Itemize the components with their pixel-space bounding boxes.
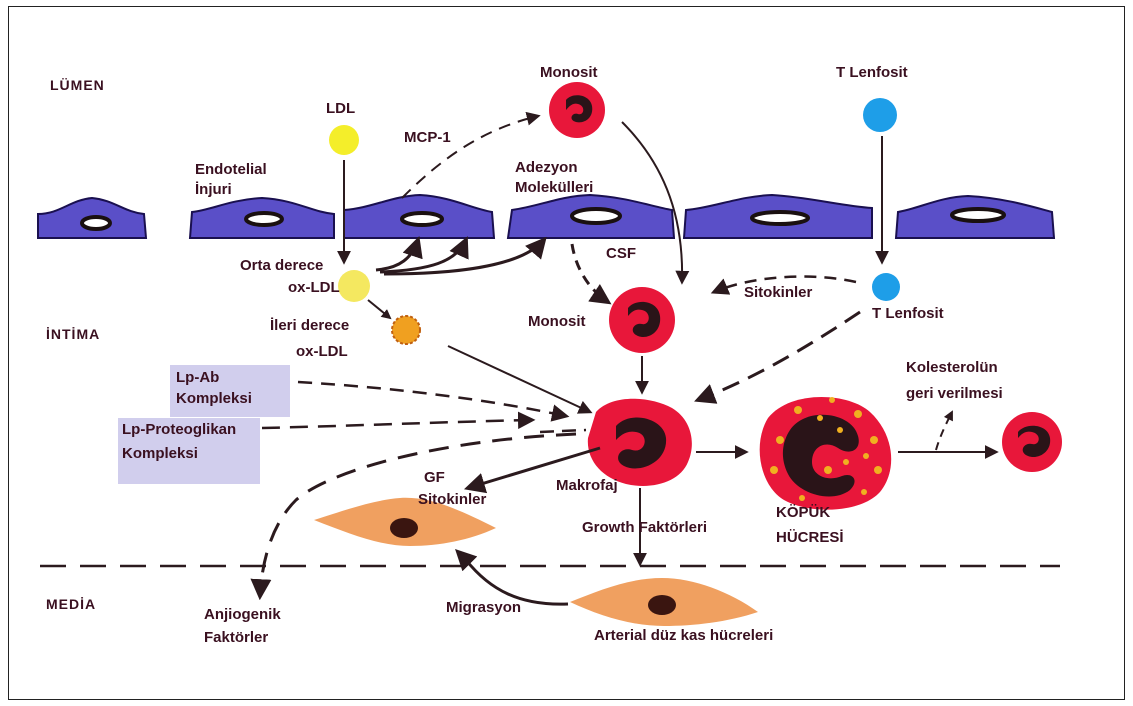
region-media: MEDİA [46, 594, 96, 614]
label-adezyon-1: Adezyon [515, 158, 578, 178]
label-arterial: Arterial düz kas hücreleri [594, 626, 773, 646]
label-kolesterol-1: Kolesterolün [906, 358, 998, 378]
moderate-oxldl-icon [338, 270, 370, 302]
label-anjiogenik-2: Faktörler [204, 628, 268, 648]
label-t-lenfosit-mid: T Lenfosit [872, 304, 944, 324]
monocyte-icon [609, 287, 675, 353]
label-t-lenfosit-top: T Lenfosit [836, 63, 908, 83]
smooth-muscle-cell-icon [570, 578, 758, 626]
label-gf-1: GF [424, 468, 445, 488]
label-ileri-1: İleri derece [270, 316, 349, 336]
label-kopuk-2: HÜCRESİ [776, 528, 844, 548]
label-ileri-2: ox-LDL [296, 342, 348, 362]
label-lppg-1: Lp-Proteoglikan [122, 420, 236, 440]
label-endotelial-1: Endotelial [195, 160, 267, 180]
label-growth: Growth Faktörleri [582, 518, 707, 538]
label-sitokinler: Sitokinler [744, 283, 812, 303]
label-gf-2: Sitokinler [418, 490, 486, 510]
label-kolesterol-2: geri verilmesi [906, 384, 1003, 404]
label-endotelial-2: İnjuri [195, 180, 232, 200]
t-lymphocyte-icon [863, 98, 897, 132]
label-orta-2: ox-LDL [288, 278, 340, 298]
label-orta-1: Orta derece [240, 256, 323, 276]
label-mcp1: MCP-1 [404, 128, 451, 148]
label-lpab-2: Kompleksi [176, 389, 252, 409]
label-csf: CSF [606, 244, 636, 264]
label-lpab-1: Lp-Ab [176, 368, 219, 388]
label-monosit-mid: Monosit [528, 312, 586, 332]
foam-cell-icon [760, 397, 892, 510]
label-kopuk-1: KÖPÜK [776, 503, 830, 523]
label-migrasyon: Migrasyon [446, 598, 521, 618]
ldl-particle-icon [329, 125, 359, 155]
label-monosit-top: Monosit [540, 63, 598, 83]
label-adezyon-2: Molekülleri [515, 178, 593, 198]
region-lumen: LÜMEN [50, 75, 105, 95]
t-lymphocyte-icon [872, 273, 900, 301]
region-intima: İNTİMA [46, 324, 100, 344]
monocyte-icon [549, 82, 605, 138]
label-makrofaj: Makrofaj [556, 476, 618, 496]
label-anjiogenik-1: Anjiogenik [204, 605, 281, 625]
label-lppg-2: Kompleksi [122, 444, 198, 464]
macrophage-small-icon [1002, 412, 1062, 472]
label-ldl: LDL [326, 99, 355, 119]
macrophage-icon [588, 399, 692, 486]
endothelial-layer [38, 195, 1054, 238]
advanced-oxldl-icon [392, 316, 420, 344]
